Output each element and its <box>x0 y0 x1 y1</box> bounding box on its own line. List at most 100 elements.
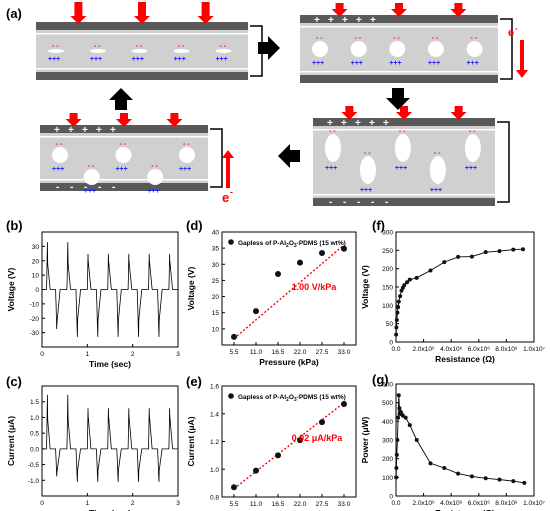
electrode-charge-plus: + <box>356 15 362 26</box>
pore <box>427 41 444 57</box>
chart-e-current-pressure: (e)Pressure (kPa)Current (μA)5.511.016.5… <box>186 374 357 511</box>
x-tick-label: 4.0x10⁶ <box>440 500 463 507</box>
data-point <box>253 308 259 315</box>
x-tick-label: 6.0x10⁶ <box>468 500 491 507</box>
data-point <box>511 479 516 484</box>
pore-charge-negative: - - <box>434 150 441 157</box>
y-tick-label: 400 <box>382 419 393 426</box>
x-tick-label: 8.0x10⁶ <box>495 346 518 353</box>
chart-c-current-time: (c)Time (sec)Current (μA)0123-1.0-0.50.0… <box>6 374 180 511</box>
y-tick-label: 10 <box>212 326 220 333</box>
legend-text-part: Gapless of P-Al <box>238 394 286 401</box>
y-tick-label: 0 <box>389 494 393 501</box>
pressure-arrow <box>166 113 183 127</box>
pressure-arrow <box>134 2 150 24</box>
film-line <box>313 194 495 196</box>
data-point <box>297 259 303 266</box>
x-tick-label: 33.0 <box>338 349 351 356</box>
film-line <box>40 179 208 181</box>
electrode-charge-minus: - <box>329 197 332 208</box>
bottom-electrode <box>313 198 495 206</box>
data-point <box>414 438 419 442</box>
y-tick-label: 0.0 <box>30 446 39 453</box>
legend-text-part: -PDMS (15 wt%) <box>297 240 346 247</box>
x-tick-label: 27.5 <box>316 349 329 356</box>
x-tick-label: 3 <box>176 500 180 507</box>
data-point <box>405 280 410 285</box>
x-tick-label: 11.0 <box>250 349 263 356</box>
x-axis-label: Time (sec) <box>89 359 131 369</box>
film-line <box>36 33 248 35</box>
y-tick-label: 300 <box>382 438 393 445</box>
panel-label: (e) <box>186 374 202 389</box>
schematic-stage-2: +++++- -+++- -+++- -+++- -+++- -+++ <box>300 3 513 83</box>
y-axis-label: Voltage (V) <box>360 265 370 309</box>
y-tick-label: 100 <box>382 303 393 310</box>
pressure-arrow <box>197 2 214 24</box>
film-line <box>313 129 495 131</box>
pressure-arrow <box>331 3 348 17</box>
pore-charge-positive: +++ <box>325 165 337 172</box>
film-line <box>36 68 248 70</box>
x-tick-label: 2 <box>131 500 135 507</box>
pore-charge-negative: - - <box>469 128 476 135</box>
schematic-stage-4: +++++------ -+++- -+++- -+++- -+++- -+++ <box>40 113 223 195</box>
data-point <box>275 270 281 277</box>
data-point <box>319 419 325 426</box>
pore-charge-positive: +++ <box>215 56 227 63</box>
top-electrode <box>300 15 498 23</box>
data-point <box>394 318 399 322</box>
schematic-panel-a: - -+++- -+++- -+++- -+++- -++++++++- -++… <box>36 2 528 208</box>
pore <box>83 169 100 185</box>
data-point <box>341 245 347 252</box>
pore <box>464 134 481 162</box>
electrode-charge-plus: + <box>341 118 347 129</box>
plot-area <box>221 231 357 346</box>
data-point <box>407 277 412 282</box>
pore-charge-positive: +++ <box>312 60 324 67</box>
process-flow-arrow <box>386 88 410 110</box>
pore-charge-negative: - - <box>316 35 323 42</box>
electrode-charge-plus: + <box>369 118 375 129</box>
y-axis-label: Voltage (V) <box>186 266 196 310</box>
pore-charge-positive: +++ <box>465 165 477 172</box>
electrode-charge-plus: + <box>314 15 320 26</box>
data-point <box>394 452 399 457</box>
pore-charge-negative: - - <box>183 141 190 148</box>
pore-charge-negative: - - <box>56 141 63 148</box>
x-tick-label: 5.5 <box>229 349 238 356</box>
data-point <box>297 437 303 444</box>
electron-label: e <box>222 190 229 205</box>
data-point <box>394 325 399 330</box>
electron-flow-arrow <box>516 40 528 78</box>
electrode-charge-plus: + <box>327 118 333 129</box>
x-axis-label: Time (sec) <box>89 508 131 511</box>
y-tick-label: 150 <box>382 285 393 292</box>
y-tick-label: 15 <box>212 310 220 317</box>
pressure-arrow <box>396 106 412 120</box>
pore-charge-positive: +++ <box>430 187 442 194</box>
pore-charge-negative: - - <box>219 43 226 50</box>
data-point <box>428 461 433 466</box>
pressure-arrow <box>116 113 132 127</box>
pore-charge-positive: +++ <box>395 165 407 172</box>
y-tick-label: 0.5 <box>30 431 39 438</box>
panel-label: (f) <box>372 218 385 233</box>
pore-charge-positive: +++ <box>90 56 102 63</box>
data-point <box>398 294 403 299</box>
x-tick-label: 16.5 <box>272 501 285 508</box>
data-point <box>469 474 474 479</box>
y-tick-label: 10 <box>32 273 40 280</box>
pore-charge-negative: - - <box>178 43 185 50</box>
series-line <box>42 394 178 482</box>
y-tick-label: 100 <box>382 475 393 482</box>
schematic-stage-3: +++++------ -+++- -+++- -+++- -+++- -+++ <box>313 106 510 208</box>
pore-charge-negative: - - <box>329 128 336 135</box>
electrode-charge-minus: - <box>385 197 388 208</box>
x-tick-label: 22.0 <box>294 349 307 356</box>
y-tick-label: 200 <box>382 456 393 463</box>
panel-label: (g) <box>372 372 389 387</box>
x-tick-label: 33.0 <box>338 501 351 508</box>
data-point <box>428 268 433 273</box>
